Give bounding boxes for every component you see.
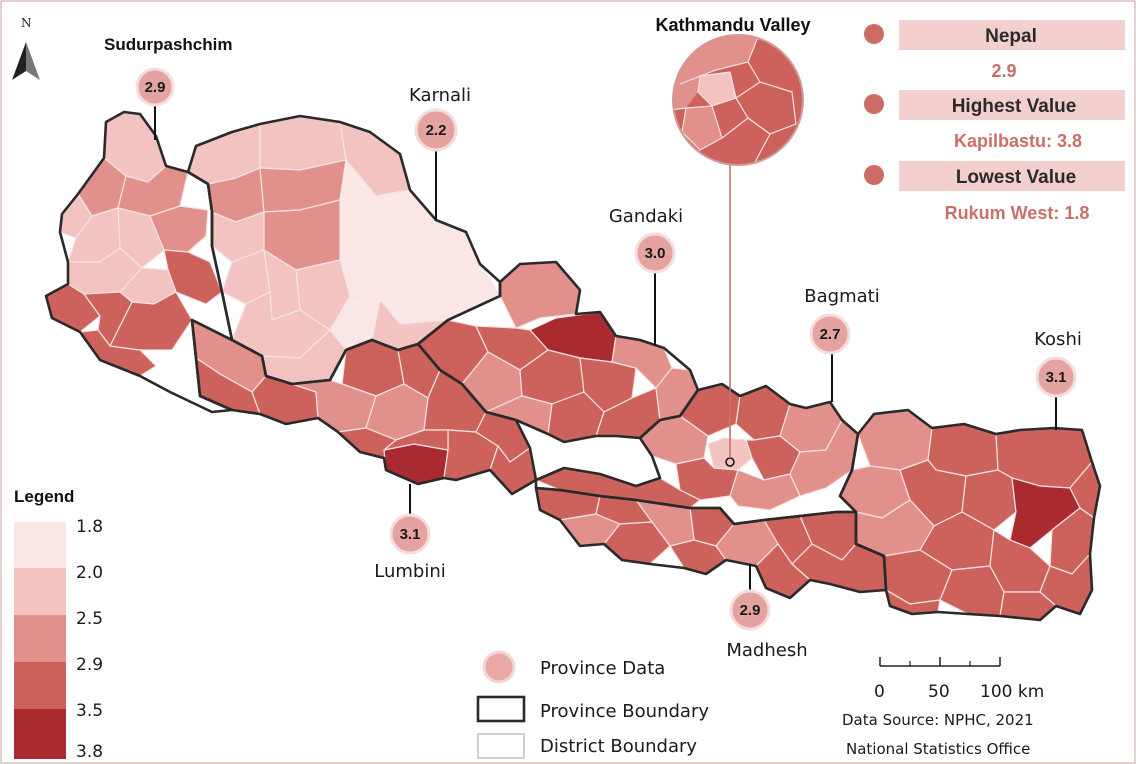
summary-lowest-label: Lowest Value xyxy=(956,167,1076,188)
province-label-lumbini: Lumbini xyxy=(374,561,446,582)
province-label-gandaki: Gandaki xyxy=(609,206,683,227)
summary-bullet-icon xyxy=(864,165,884,185)
province-boundary-lumbini xyxy=(190,318,538,496)
summary-panel: Nepal 2.9 Highest Value Kapilbastu: 3.8 … xyxy=(864,20,1125,223)
province-bubble-koshi xyxy=(1035,356,1077,398)
province-value-sudurpashchim: 2.9 xyxy=(145,79,166,96)
province-boundary-madhesh xyxy=(534,486,888,600)
province-bubble-madhesh xyxy=(729,589,771,631)
scale-label: 100 km xyxy=(980,682,1044,702)
legend-swatch xyxy=(14,568,66,615)
scale-label: 0 xyxy=(874,682,885,702)
province-boundaries xyxy=(44,110,1102,622)
summary-bullet-icon xyxy=(864,94,884,114)
map-key: Province Data Province Boundary District… xyxy=(476,650,709,759)
summary-highest-value: Kapilbastu: 3.8 xyxy=(954,131,1082,151)
province-data-icon xyxy=(482,650,516,684)
province-value-lumbini: 3.1 xyxy=(400,526,421,543)
data-source-org: National Statistics Office xyxy=(846,740,1030,758)
key-district-boundary: District Boundary xyxy=(540,736,697,757)
summary-box-highest xyxy=(899,90,1125,120)
province-bubble-lumbini xyxy=(389,513,431,555)
province-label-karnali: Karnali xyxy=(409,85,471,106)
province-bubble-karnali xyxy=(414,108,458,152)
province-label-bagmati: Bagmati xyxy=(804,286,879,307)
legend-swatch xyxy=(14,709,66,759)
district xyxy=(729,469,801,511)
summary-highest-label: Highest Value xyxy=(952,96,1077,117)
legend-break: 2.0 xyxy=(76,563,103,583)
key-province-boundary: Province Boundary xyxy=(540,701,709,722)
province-label-koshi: Koshi xyxy=(1034,329,1082,350)
district xyxy=(259,115,347,171)
legend-break: 3.5 xyxy=(76,701,103,721)
province-label-sudurpashchim: Sudurpashchim xyxy=(104,35,232,54)
summary-lowest-value: Rukum West: 1.8 xyxy=(945,203,1090,223)
legend-break: 1.8 xyxy=(76,517,103,537)
summary-nepal-value: 2.9 xyxy=(991,61,1016,81)
data-source: Data Source: NPHC, 2021 xyxy=(842,711,1034,729)
province-label-madhesh: Madhesh xyxy=(726,640,807,661)
legend-break: 2.9 xyxy=(76,655,103,675)
province-boundary-icon xyxy=(476,695,526,723)
legend-break: 3.8 xyxy=(76,742,103,762)
province-value-bagmati: 2.7 xyxy=(820,326,841,343)
summary-nepal-label: Nepal xyxy=(985,26,1037,47)
province-bubble-gandaki xyxy=(634,232,676,274)
legend-break: 2.5 xyxy=(76,609,103,629)
province-bubble-sudurpashchim xyxy=(135,67,175,107)
summary-box-nepal xyxy=(899,20,1125,50)
legend-swatch xyxy=(14,522,66,568)
north-label: N xyxy=(21,16,32,30)
province-value-karnali: 2.2 xyxy=(426,122,447,139)
summary-bullet-icon xyxy=(864,24,884,44)
province-boundary-gandaki xyxy=(416,260,700,444)
scale-bar: 0 50 100 km xyxy=(874,657,1044,702)
district-boundary-icon xyxy=(477,733,525,759)
legend: Legend 1.8 2.0 2.5 2.9 3.5 3.8 xyxy=(14,487,103,762)
kathmandu-inset: Kathmandu Valley xyxy=(655,15,811,458)
key-province-data: Province Data xyxy=(540,658,665,679)
province-value-madhesh: 2.9 xyxy=(740,602,761,619)
summary-box-lowest xyxy=(899,161,1125,191)
north-arrow-icon: N xyxy=(12,16,40,80)
inset-title: Kathmandu Valley xyxy=(655,15,810,35)
district xyxy=(383,429,449,451)
districts xyxy=(45,111,1101,621)
legend-swatch xyxy=(14,662,66,709)
legend-swatch xyxy=(14,615,66,662)
legend-title: Legend xyxy=(14,487,74,506)
scale-label: 50 xyxy=(928,682,950,702)
province-value-gandaki: 3.0 xyxy=(645,245,666,262)
province-bubble-bagmati xyxy=(809,313,851,355)
district xyxy=(109,291,193,351)
province-callouts: 2.9 Sudurpashchim 2.2 Karnali 3.0 Gandak… xyxy=(104,35,1082,661)
province-value-koshi: 3.1 xyxy=(1046,369,1067,386)
